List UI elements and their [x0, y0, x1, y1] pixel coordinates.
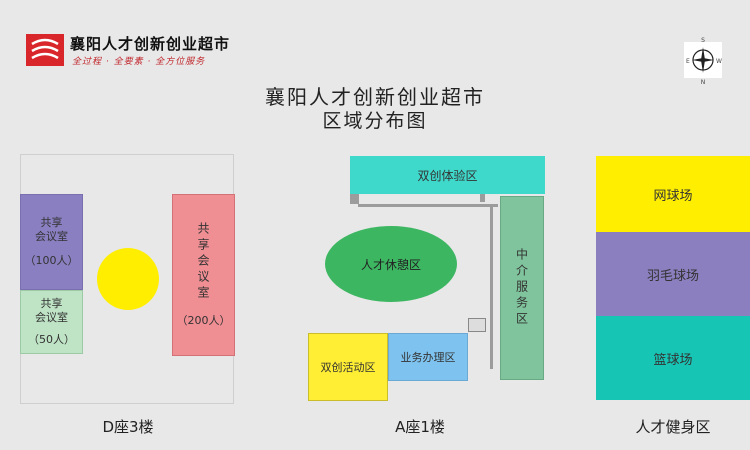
- a1-business-zone: 业务办理区: [388, 333, 468, 381]
- compass-west-label: W: [716, 58, 722, 65]
- fitness-basketball-court: 篮球场: [596, 316, 750, 400]
- compass-top-label: S: [701, 37, 705, 44]
- logo-title: 襄阳人才创新创业超市: [70, 35, 231, 53]
- a1-activity-zone: 双创活动区: [308, 333, 388, 401]
- room-name: 共享 会议室: [35, 297, 68, 324]
- zone-name: 人才休憩区: [360, 257, 421, 272]
- fitness-badminton-court: 羽毛球场: [596, 232, 750, 316]
- room-capacity: （200人）: [176, 314, 231, 327]
- zone-name: 双创体验区: [417, 168, 478, 183]
- room-capacity: （100人）: [24, 254, 79, 267]
- page-title: 襄阳人才创新创业超市: [265, 85, 485, 109]
- room-name: 共享会议室: [196, 222, 210, 302]
- zone-name: 中介服务区: [514, 248, 529, 328]
- fitness-area-label: 人才健身区: [635, 418, 711, 436]
- stairs-icon: [468, 318, 486, 332]
- zone-name: 网球场: [653, 188, 693, 204]
- compass-icon: S E W N: [684, 36, 722, 86]
- room-name: 共享 会议室: [35, 216, 68, 243]
- zone-name: 羽毛球场: [646, 268, 699, 284]
- d3-meeting-room-200: 共享会议室 （200人）: [172, 194, 235, 356]
- door-marker: [350, 194, 359, 204]
- compass-bottom-label: N: [701, 79, 706, 84]
- zone-name: 篮球场: [653, 352, 693, 368]
- fitness-tennis-court: 网球场: [596, 156, 750, 232]
- room-capacity: （50人）: [28, 333, 75, 346]
- d3-circle-area: [97, 248, 159, 310]
- logo-slogan: 全过程 · 全要素 · 全方位服务: [72, 57, 206, 67]
- d3-meeting-room-50: 共享 会议室 （50人）: [20, 290, 83, 354]
- door-marker: [480, 194, 485, 202]
- compass-east-label: E: [686, 58, 690, 65]
- d3-meeting-room-100: 共享 会议室 （100人）: [20, 194, 83, 290]
- corridor-wall: [358, 204, 498, 207]
- a1-rest-zone: 人才休憩区: [325, 226, 457, 302]
- a1-agency-service-zone: 中介服务区: [500, 196, 544, 380]
- a1-floor-label: A座1楼: [395, 418, 445, 436]
- d3-floor-label: D座3楼: [102, 418, 154, 436]
- a1-experience-zone: 双创体验区: [350, 156, 545, 194]
- zone-name: 业务办理区: [400, 351, 456, 364]
- logo-icon: [26, 34, 64, 66]
- zone-name: 双创活动区: [320, 361, 376, 374]
- corridor-wall: [490, 204, 493, 369]
- page-subtitle: 区域分布图: [322, 110, 428, 132]
